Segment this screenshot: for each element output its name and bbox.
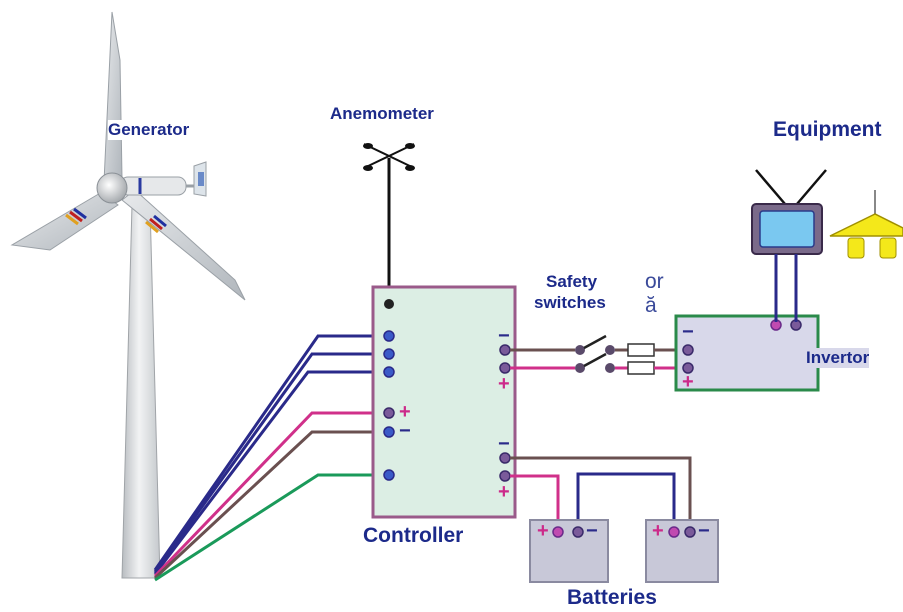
fuse-1 (627, 343, 655, 357)
battery-2 (645, 519, 719, 583)
battery-1 (529, 519, 609, 583)
battery-wires (510, 456, 692, 530)
wind-turbine (10, 11, 246, 579)
turbine-blade-top (103, 11, 123, 183)
safety-switch-wires (510, 334, 682, 375)
controller-bat-plus-sign: + (498, 481, 510, 503)
invertor-terminals (682, 319, 802, 374)
invertor-minus-sign: − (682, 321, 694, 343)
battery1-minus-sign: − (586, 520, 598, 542)
battery1-plus-sign: + (537, 520, 549, 542)
turbine-hub (96, 172, 128, 204)
controller-terminals (383, 299, 511, 482)
controller-gen-minus-sign: − (399, 420, 411, 442)
controller-gen-plus-sign: + (399, 401, 411, 423)
controller-label: Controller (363, 524, 464, 547)
controller-out-minus-sign: − (498, 325, 510, 347)
turbine-blade-left (10, 191, 119, 251)
background-fragment-2: ă (645, 294, 657, 317)
lamp-icon (829, 190, 903, 259)
fuse-2 (627, 361, 655, 375)
safety-switches-label-line1: Safety (546, 272, 598, 291)
generator-wires (153, 334, 382, 582)
turbine-nacelle (119, 176, 187, 196)
invertor-label: Invertor (806, 348, 870, 368)
anemometer (363, 143, 415, 304)
invertor-plus-sign: + (682, 371, 694, 393)
safety-switches-label-line2: switches (534, 293, 606, 312)
background-fragment-1: or (645, 270, 664, 293)
tv-icon (751, 169, 827, 322)
controller-out-plus-sign: + (498, 373, 510, 395)
turbine-tower (121, 204, 161, 579)
battery2-plus-sign: + (652, 520, 664, 542)
blade-stripes (65, 207, 167, 234)
generator-label: Generator (108, 120, 190, 140)
equipment-label: Equipment (773, 118, 882, 141)
anemometer-label: Anemometer (330, 104, 434, 123)
battery2-minus-sign: − (698, 520, 710, 542)
controller-box (371, 285, 517, 519)
batteries-label: Batteries (567, 586, 657, 609)
controller-bat-minus-sign: − (498, 433, 510, 455)
